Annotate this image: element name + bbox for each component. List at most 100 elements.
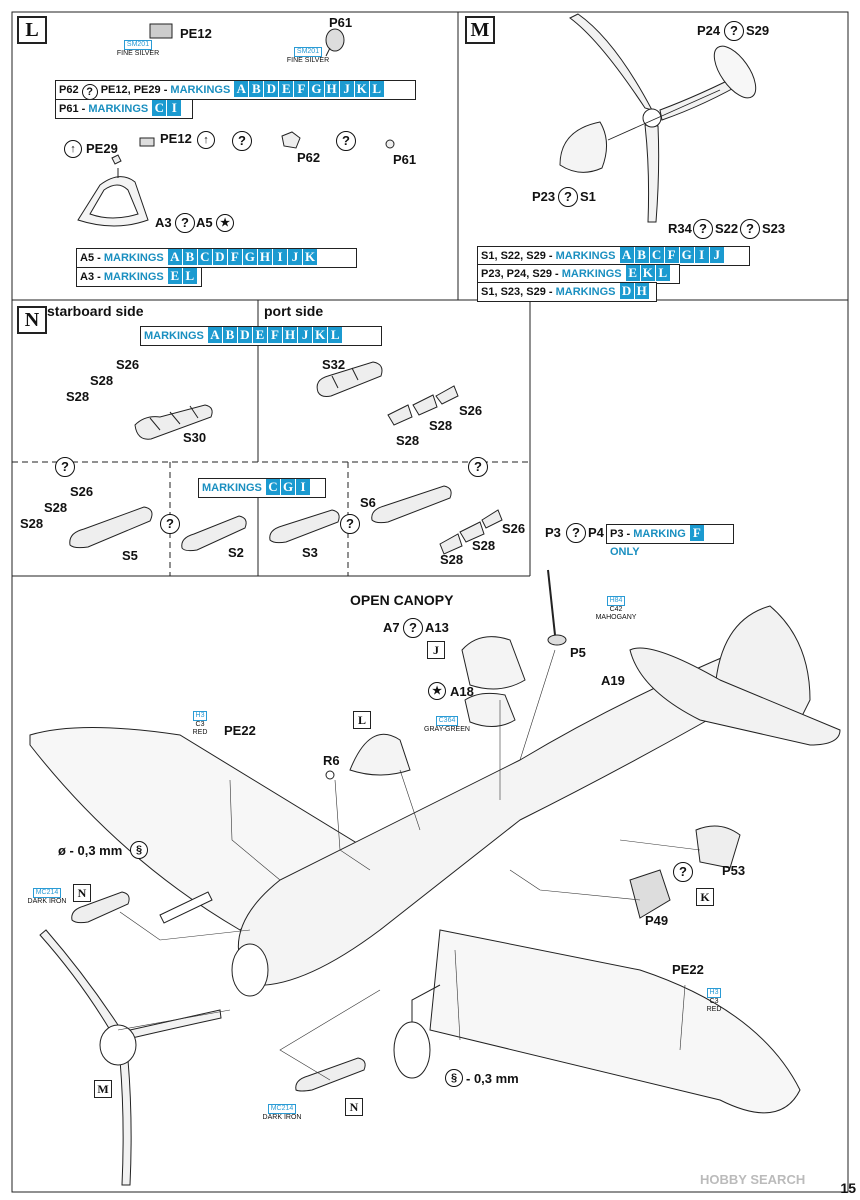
marking-chip: F xyxy=(294,81,309,97)
marking-chip: H xyxy=(282,327,298,343)
part-label-s30: S30 xyxy=(183,430,207,445)
part-label-a5: A5 xyxy=(196,215,213,230)
part-label-s22: S22 xyxy=(715,221,739,236)
part-label-p49: P49 xyxy=(645,913,669,928)
paint-name: FINE SILVER xyxy=(286,57,330,64)
part-list: PE12, PE29 - xyxy=(100,84,168,96)
marking-chip: H xyxy=(257,249,273,265)
part-label-p3: P3 xyxy=(545,525,561,540)
paint-callout-dark-iron-2: MC214 DARK IRON xyxy=(257,1104,307,1122)
open-canopy-heading: OPEN CANOPY xyxy=(350,592,454,608)
marking-chip: C xyxy=(197,249,212,265)
marking-chip: F xyxy=(689,525,704,541)
paint-callout-mahogany: H84 C42 MAHOGANY xyxy=(586,596,646,622)
marking-chip: D xyxy=(619,283,634,299)
part-prefix: A3 - xyxy=(80,271,101,283)
paint-name: RED xyxy=(706,1006,722,1013)
section-ref-l: L xyxy=(353,711,371,729)
marking-chip: B xyxy=(222,327,237,343)
optional-part-icon: ? xyxy=(566,523,586,543)
part-prefix: S1, S22, S29 - xyxy=(481,250,553,262)
star-icon: ★ xyxy=(216,214,234,232)
part-label-p53: P53 xyxy=(722,863,746,878)
marking-chip: D xyxy=(212,249,227,265)
section-letter-n: N xyxy=(17,306,47,334)
part-prefix: S1, S23, S29 - xyxy=(481,286,553,298)
arrow-up-icon: ↑ xyxy=(197,131,215,149)
marking-chip: F xyxy=(227,249,242,265)
paint-callout-fine-silver-2: SM201 FINE SILVER xyxy=(283,47,333,65)
paint-callout-red-2: H3 C3 RED xyxy=(699,988,729,1014)
paint-callout-dark-iron-1: MC214 DARK IRON xyxy=(22,888,72,906)
optional-part-icon: ? xyxy=(724,21,744,41)
part-label-a19: A19 xyxy=(601,673,625,688)
part-label-s3: S3 xyxy=(302,545,318,560)
paint-name: RED xyxy=(192,729,208,736)
part-label-s28h: S28 xyxy=(440,552,464,567)
marking-chip: L xyxy=(328,327,343,343)
marking-chip: I xyxy=(273,249,288,265)
part-label-s26c: S26 xyxy=(70,484,94,499)
optional-part-icon: ? xyxy=(740,219,760,239)
part-label-p61: P61 xyxy=(329,15,353,30)
markings-word: MARKINGS xyxy=(555,286,616,298)
part-label-p24: P24 xyxy=(697,23,721,38)
marking-chip: I xyxy=(296,479,311,495)
part-label-s1: S1 xyxy=(580,189,596,204)
optional-part-icon: ? xyxy=(336,131,356,151)
drill-icon: § xyxy=(445,1069,463,1087)
optional-part-icon: ? xyxy=(175,213,195,233)
marking-chip: A xyxy=(207,327,222,343)
part-label-a18: A18 xyxy=(450,684,474,699)
paint-name: GRAY-GREEN xyxy=(424,726,470,733)
section-letter-m: M xyxy=(465,16,495,44)
marking-chip: I xyxy=(694,247,709,263)
part-label-s32: S32 xyxy=(322,357,346,372)
part-prefix: P3 - xyxy=(610,528,631,540)
marking-chip: I xyxy=(167,100,182,116)
marking-chip: H xyxy=(324,81,339,97)
marking-chip: J xyxy=(288,249,303,265)
optional-part-icon: ? xyxy=(468,457,488,477)
paint-code-alt: C42 xyxy=(609,606,623,613)
optional-part-icon: ? xyxy=(673,862,693,882)
paint-name: FINE SILVER xyxy=(116,50,160,57)
watermark: HOBBY SEARCH xyxy=(700,1172,806,1187)
marking-chip: L xyxy=(655,265,670,281)
paint-code: C364 xyxy=(435,716,459,726)
part-label-s28e: S28 xyxy=(44,500,68,515)
paint-name: MAHOGANY xyxy=(595,614,637,621)
part-label-a3: A3 xyxy=(155,215,172,230)
drill-hole-label-2: - 0,3 mm xyxy=(466,1071,519,1086)
part-label-p23: P23 xyxy=(532,189,556,204)
paint-name: DARK IRON xyxy=(27,898,67,905)
arrow-up-icon: ↑ xyxy=(64,140,82,158)
marking-chip: C xyxy=(265,479,280,495)
part-label-pe22b: PE22 xyxy=(672,962,704,977)
part-label-pe22a: PE22 xyxy=(224,723,256,738)
part-prefix: P23, P24, S29 - xyxy=(481,268,559,280)
marking-chip: L xyxy=(369,81,384,97)
marking-chip: B xyxy=(182,249,197,265)
section-ref-j: J xyxy=(427,641,445,659)
part-label-s26a: S26 xyxy=(116,357,140,372)
part-label-s28g: S28 xyxy=(472,538,496,553)
part-label-p4: P4 xyxy=(588,525,604,540)
part-label-p61b: P61 xyxy=(393,152,417,167)
paint-name: DARK IRON xyxy=(262,1114,302,1121)
paint-code-alt: C3 xyxy=(195,721,205,728)
part-label-s23: S23 xyxy=(762,221,786,236)
part-label-s28a: S28 xyxy=(90,373,114,388)
paint-callout-gray-green: C364 GRAY-GREEN xyxy=(422,716,472,734)
section-ref-k: K xyxy=(696,888,714,906)
section-letter-l: L xyxy=(17,16,47,44)
part-label-s29: S29 xyxy=(746,23,770,38)
marking-chip: J xyxy=(339,81,354,97)
part-label-r6: R6 xyxy=(323,753,340,768)
markings-word: MARKINGS xyxy=(103,252,164,264)
markings-word: MARKINGS xyxy=(202,482,262,494)
